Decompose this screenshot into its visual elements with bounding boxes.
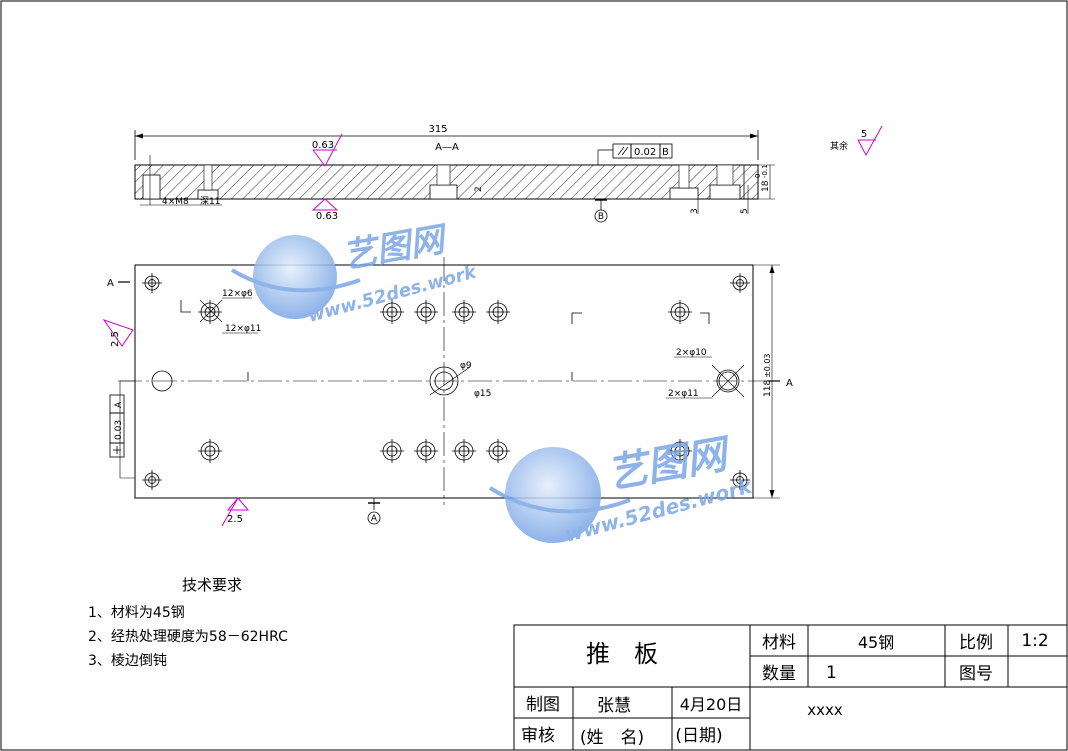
thickness-dim: 18 [761, 180, 771, 192]
thread-note: 4×M8 [162, 197, 189, 207]
thread-hole-section [142, 174, 161, 200]
hole-pattern [142, 273, 750, 490]
drawing-no-label: 图号 [959, 664, 993, 684]
right-hole-a: 2×φ10 [676, 348, 707, 358]
roughness-plan-bottom: 2.5 [227, 514, 243, 525]
center-hole-small: φ9 [460, 361, 472, 371]
holes-a-callout: 12×φ6 [222, 289, 253, 299]
thickness-tol-lower: -0.1 [761, 164, 769, 178]
parallel-datum: B [662, 147, 669, 158]
right-hole-b: 2×φ11 [668, 389, 699, 399]
width-dim: 118 [763, 380, 773, 397]
watermark-sphere-icon [253, 235, 337, 319]
note-item-1: 1、材料为45钢 [88, 605, 185, 621]
perp-datum: A [114, 401, 124, 408]
small-dim: 2 [474, 186, 484, 192]
part-name: 推 板 [586, 640, 658, 668]
datum-a: A [371, 514, 378, 524]
thickness-tol-upper: 0 [754, 174, 762, 178]
notes-title: 技术要求 [182, 576, 242, 594]
check-label: 审核 [521, 726, 555, 746]
qty-value: 1 [826, 663, 837, 683]
section-label: A—A [435, 142, 459, 153]
perp-tolerance: 0.03 [114, 420, 124, 440]
counterbore-note: 深11 [200, 196, 220, 207]
roughness-top: 0.63 [312, 140, 334, 151]
parallel-tolerance: 0.02 [634, 147, 656, 158]
note-item-3: 3、棱边倒钝 [88, 653, 167, 669]
surface-note: 其余 5 [830, 125, 883, 157]
datum-b: B [598, 212, 604, 222]
note-item-2: 2、经热处理硬度为58－62HRC [88, 629, 288, 645]
technical-notes: 技术要求 1、材料为45钢 2、经热处理硬度为58－62HRC 3、棱边倒钝 [88, 576, 288, 669]
roughness-bottom: 0.63 [316, 211, 338, 222]
title-block-text: 推 板 材料 45钢 比例 1:2 数量 1 图号 制图 张慧 4月20日 审核… [521, 631, 1049, 748]
scale-value: 1:2 [1021, 631, 1048, 651]
surface-note-value: 5 [861, 129, 867, 140]
section-mark-left: A [107, 278, 114, 289]
scale-label: 比例 [959, 633, 993, 653]
title-block [513, 624, 1068, 751]
dim-3: 3 [690, 208, 700, 214]
material-label: 材料 [762, 633, 796, 653]
dim-5: 5 [740, 208, 750, 214]
check-date: (日期) [675, 726, 722, 746]
holes-b-callout: 12×φ11 [225, 324, 261, 334]
section-view: 315 A—A 0.63 0.63 4×M8 深11 2 [134, 124, 775, 223]
drawn-label: 制图 [526, 695, 560, 715]
watermark-2: 艺图网 www.52des.work [488, 431, 756, 547]
overall-length-dim: 315 [428, 124, 447, 135]
material-value: 45钢 [858, 633, 894, 652]
qty-label: 数量 [762, 664, 796, 684]
watermark-sphere-icon-2 [505, 447, 601, 543]
roughness-left: 2.5 [110, 331, 121, 347]
drawn-name: 张慧 [597, 696, 631, 716]
section-mark-right: A [786, 378, 793, 389]
center-hole-large: φ15 [474, 389, 491, 399]
width-tol: ±0.03 [763, 353, 772, 378]
surface-note-label: 其余 [830, 140, 848, 152]
watermark-1: 艺图网 www.52des.work [230, 219, 479, 327]
plan-view: A A [102, 257, 793, 527]
drawn-date: 4月20日 [680, 695, 743, 714]
company-name: xxxx [807, 701, 843, 719]
watermark-brand-1: 艺图网 [340, 219, 452, 277]
check-name: (姓 名) [580, 728, 644, 748]
